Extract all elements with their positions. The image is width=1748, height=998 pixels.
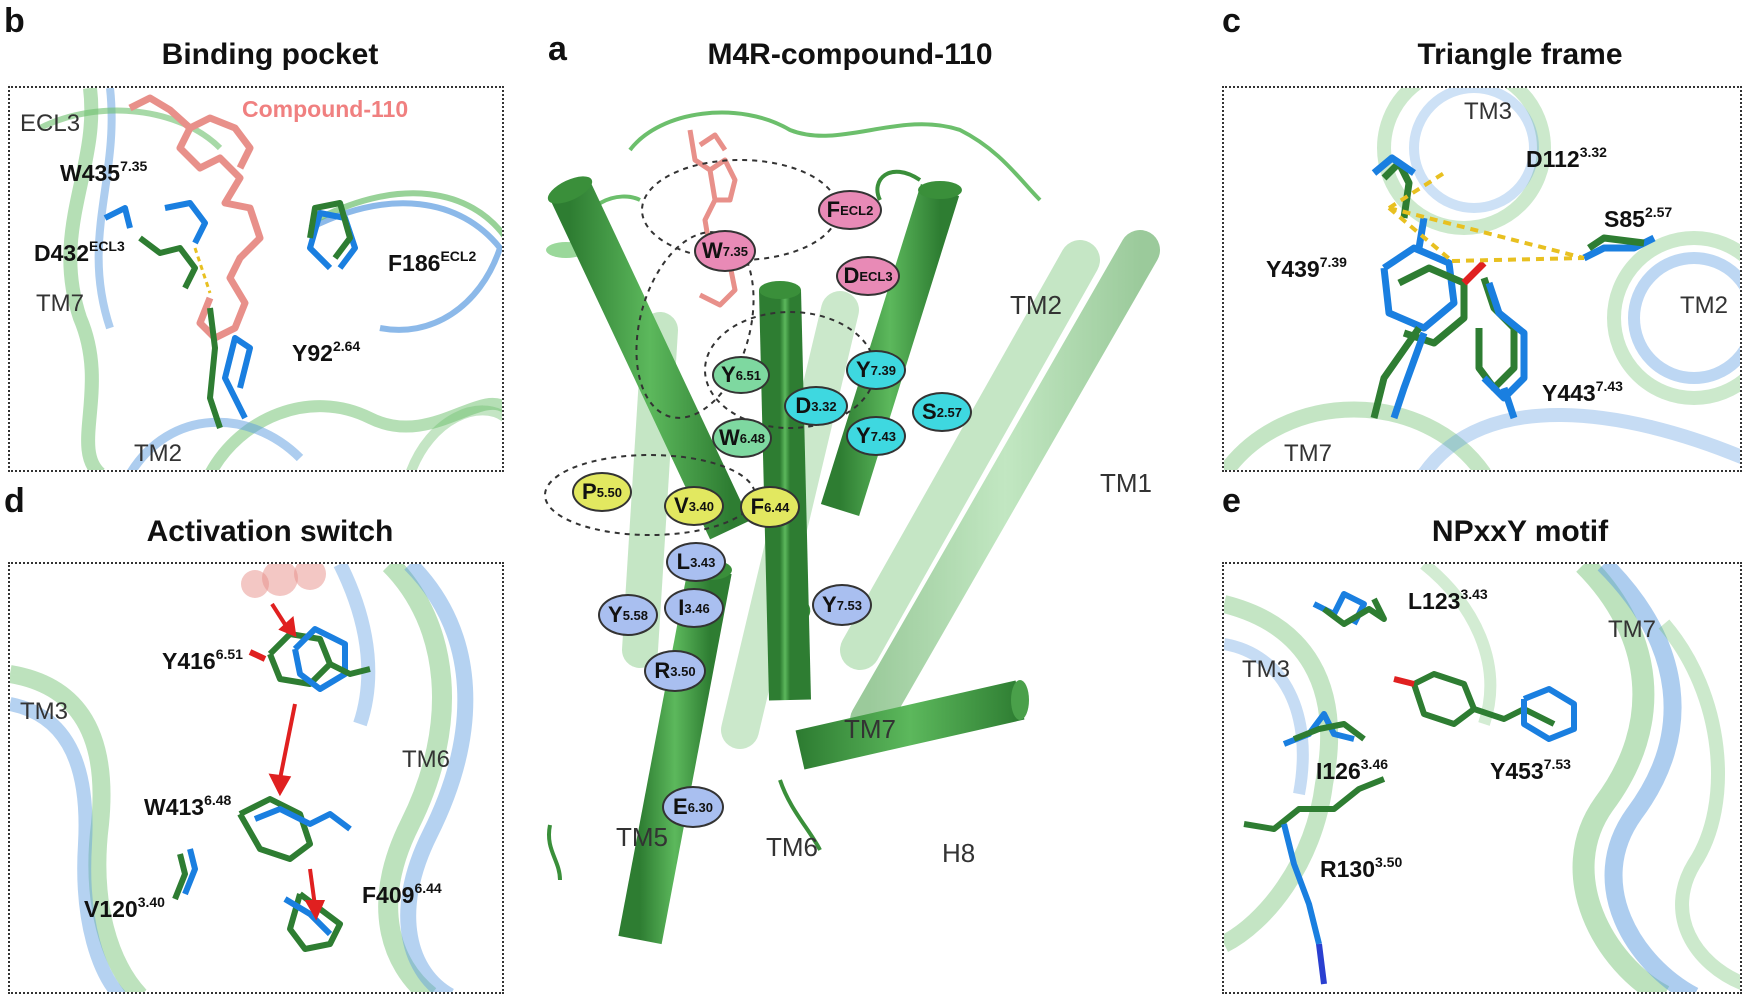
- label-s85: S852.57: [1604, 204, 1673, 232]
- helix-label-tm5: TM5: [616, 822, 668, 852]
- label-l123: L1233.43: [1408, 586, 1488, 614]
- panel-e-frame: L1233.43 TM7 TM3 I1263.46 Y4537.53 R1303…: [1222, 562, 1742, 994]
- label-c-tm3: TM3: [1464, 98, 1512, 125]
- panel-a-helices: [544, 110, 1160, 945]
- label-w435: W4357.35: [60, 158, 148, 186]
- label-y92: Y922.64: [292, 338, 361, 366]
- label-tm7: TM7: [36, 290, 84, 317]
- panel-e-structure: [1224, 564, 1740, 992]
- label-i126: I1263.46: [1316, 756, 1389, 784]
- panel-b-frame: Compound-110 ECL3 W4357.35 D432ECL3 TM7 …: [8, 86, 504, 472]
- label-v120: V1203.40: [84, 894, 165, 922]
- panel-c-structure: [1224, 88, 1740, 470]
- helix-label-tm7: TM7: [844, 714, 896, 744]
- panel-d-structure: [10, 564, 474, 992]
- panel-title-activation-switch: Activation switch: [146, 515, 394, 548]
- label-d112: D1123.32: [1526, 144, 1607, 172]
- panel-letter-c: c: [1222, 2, 1241, 40]
- label-d-tm6: TM6: [402, 746, 450, 773]
- label-compound-110: Compound-110: [242, 96, 409, 122]
- label-y416: Y4166.51: [162, 646, 243, 674]
- panel-title-m4r: M4R-compound-110: [707, 38, 993, 71]
- panel-title-triangle-frame: Triangle frame: [1417, 38, 1623, 71]
- panel-letter-d: d: [4, 482, 25, 520]
- label-r130: R1303.50: [1320, 854, 1403, 882]
- label-w413: W4136.48: [144, 792, 232, 820]
- label-ecl3: ECL3: [20, 110, 81, 137]
- panel-b-structure: [38, 88, 502, 470]
- label-d-tm3: TM3: [20, 698, 68, 725]
- helix-label-tm6: TM6: [766, 832, 818, 862]
- panel-letter-e: e: [1222, 482, 1241, 520]
- helix-label-tm1: TM1: [1100, 468, 1152, 498]
- panel-title-npxxy: NPxxY motif: [1431, 515, 1609, 548]
- label-e-tm3: TM3: [1242, 656, 1290, 683]
- helix-label-tm2: TM2: [1010, 290, 1062, 320]
- label-y453: Y4537.53: [1490, 756, 1571, 784]
- label-tm2: TM2: [134, 440, 182, 467]
- label-e-tm7: TM7: [1608, 616, 1656, 643]
- panel-letter-b: b: [4, 2, 25, 40]
- label-f409: F4096.44: [362, 880, 442, 908]
- label-y443: Y4437.43: [1542, 378, 1623, 406]
- label-c-tm7: TM7: [1284, 440, 1332, 467]
- label-d432: D432ECL3: [34, 238, 125, 266]
- helix-label-h8: H8: [942, 838, 976, 868]
- label-c-tm2: TM2: [1680, 292, 1728, 319]
- panel-d-frame: Y4166.51 TM3 TM6 W4136.48 V1203.40 F4096…: [8, 562, 504, 994]
- label-f186: F186ECL2: [388, 248, 477, 276]
- label-y439: Y4397.39: [1266, 254, 1347, 282]
- panel-c-frame: TM3 D1123.32 S852.57 Y4397.39 TM2 Y4437.…: [1222, 86, 1742, 472]
- panel-title-binding-pocket: Binding pocket: [161, 38, 379, 71]
- panel-letter-a: a: [548, 30, 567, 68]
